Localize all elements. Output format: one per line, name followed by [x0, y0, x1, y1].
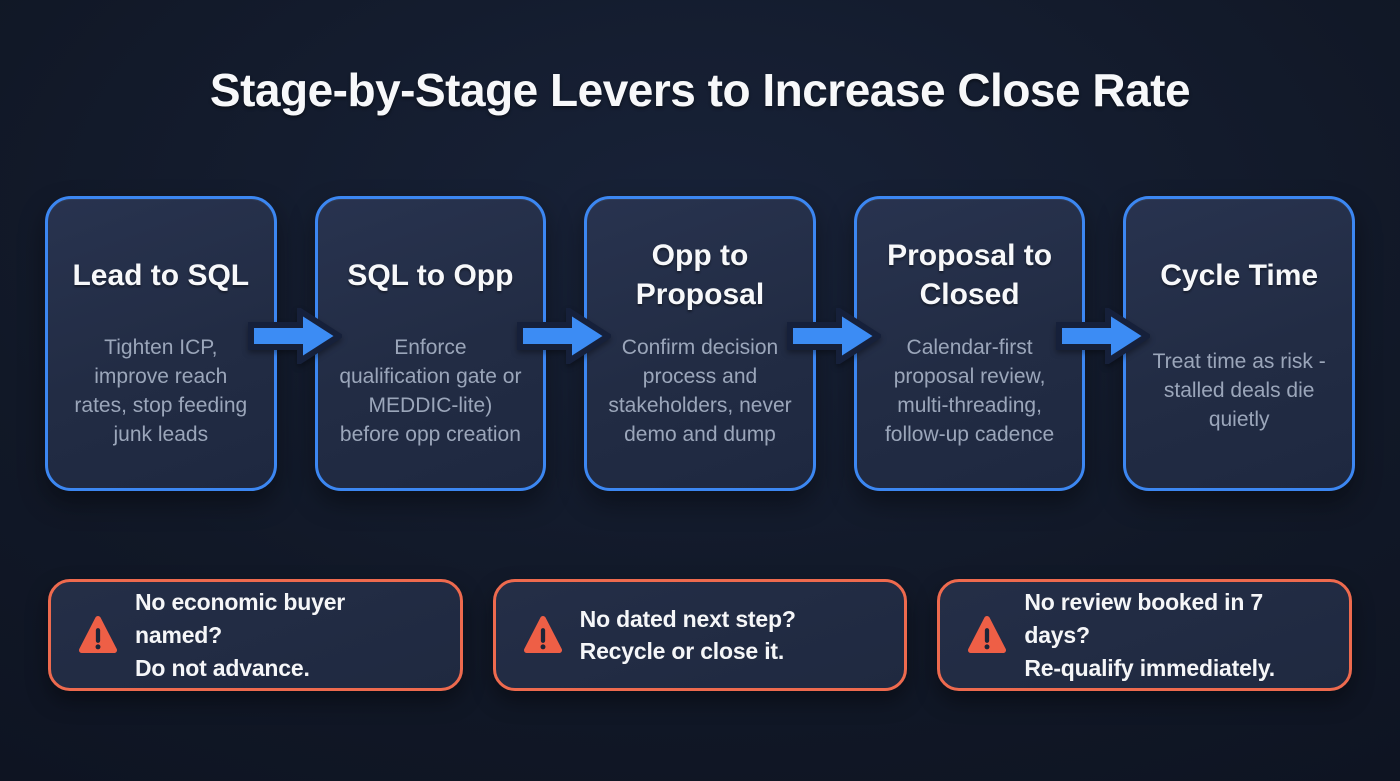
warning-callout-review-booked: No review booked in 7 days? Re-qualify i… — [937, 579, 1353, 692]
stage-card-title: SQL to Opp — [347, 258, 514, 292]
warning-triangle-icon — [79, 616, 117, 654]
stage-card-opp-to-proposal: Opp to Proposal Confirm decision process… — [584, 196, 816, 492]
arrow-right-icon — [787, 308, 881, 365]
warning-text: No review booked in 7 days? Re-qualify i… — [1024, 586, 1327, 684]
warning-callout-next-step: No dated next step? Recycle or close it. — [492, 579, 908, 692]
warning-line: Recycle or close it. — [579, 638, 785, 665]
stage-card-body: Treat time as risk - stalled deals die q… — [1152, 350, 1326, 432]
stage-card-cycle-time: Cycle Time Treat time as risk - stalled … — [1123, 196, 1355, 492]
warning-line: No dated next step? — [579, 605, 796, 632]
warning-callout-economic-buyer: No economic buyer named? Do not advance. — [48, 579, 463, 692]
stage-card-proposal-to-closed: Proposal to Closed Calendar-first propos… — [853, 196, 1086, 492]
warning-line: Do not advance. — [135, 654, 310, 681]
arrow-right-icon — [248, 308, 342, 365]
warning-text: No dated next step? Recycle or close it. — [580, 603, 796, 668]
arrow-right-icon — [1056, 308, 1150, 365]
close-rate-infographic: Stage-by-Stage Levers to Increase Close … — [45, 64, 1355, 692]
stage-card-title: Opp to Proposal — [635, 239, 765, 312]
stage-flow: Lead to SQL Tighten ICP, improve reach r… — [45, 196, 1355, 492]
warning-line: No review booked in 7 days? — [1024, 589, 1263, 648]
arrow-right-icon — [517, 308, 611, 365]
warning-triangle-icon — [523, 616, 562, 654]
stage-card-title: Cycle Time — [1160, 258, 1319, 292]
stage-card-body: Calendar-first proposal review, multi-th… — [884, 335, 1055, 446]
warning-line: No economic buyer named? — [135, 589, 346, 648]
warning-line: Re-qualify immediately. — [1024, 654, 1275, 681]
stage-card-body: Tighten ICP, improve reach rates, stop f… — [74, 335, 248, 446]
stage-card-body: Confirm decision process and stakeholder… — [608, 335, 792, 446]
warning-triangle-icon — [968, 616, 1007, 654]
stage-card-sql-to-opp: SQL to Opp Enforce qualification gate or… — [314, 196, 547, 492]
warning-text: No economic buyer named? Do not advance. — [135, 586, 438, 684]
stage-card-title: Proposal to Closed — [887, 239, 1053, 312]
stage-card-title: Lead to SQL — [72, 258, 250, 292]
stage-card-body: Enforce qualification gate or MEDDIC-lit… — [339, 335, 522, 446]
warning-row: No economic buyer named? Do not advance.… — [48, 579, 1353, 692]
page-title: Stage-by-Stage Levers to Increase Close … — [209, 64, 1191, 116]
stage-card-lead-to-sql: Lead to SQL Tighten ICP, improve reach r… — [45, 196, 277, 492]
